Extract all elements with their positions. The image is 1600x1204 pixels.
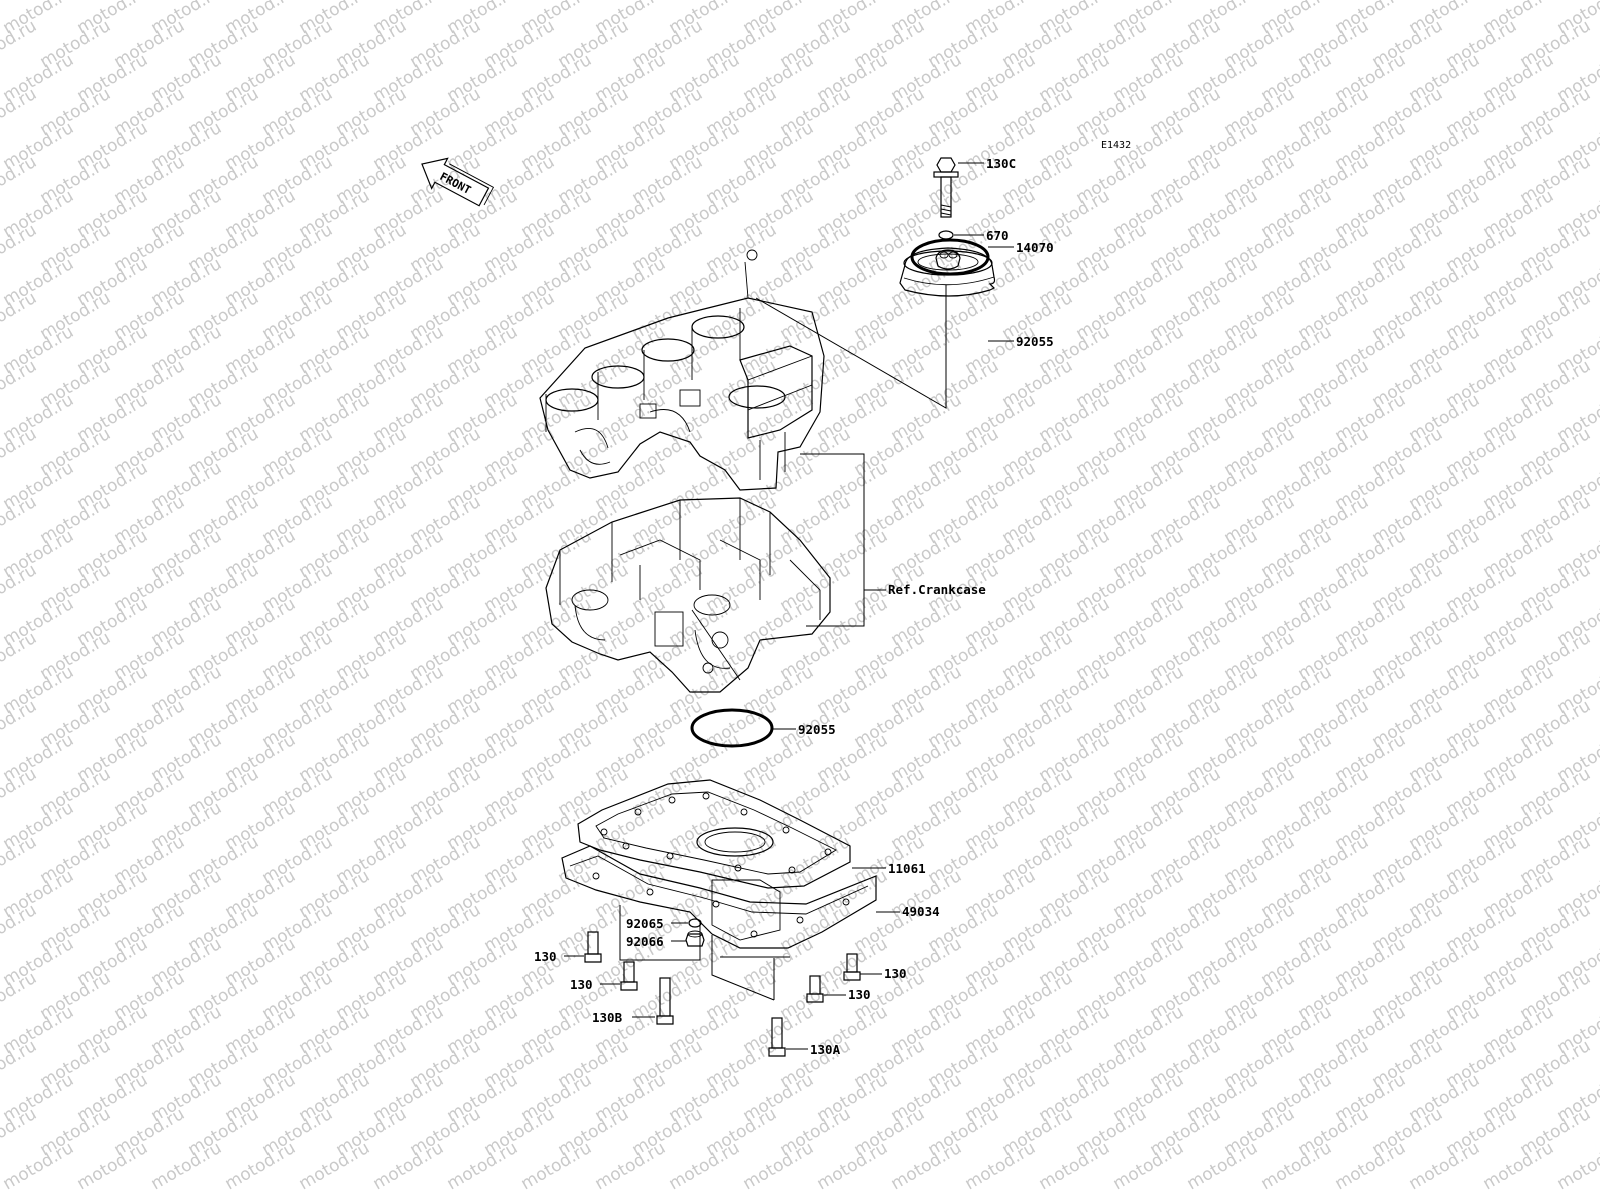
label-14070: 14070 [1016, 240, 1054, 255]
watermark-text: motod.ru [0, 118, 3, 174]
watermark-text: motod.ru [0, 186, 3, 242]
watermark-text: motod.ru [0, 458, 3, 514]
watermark-text: motod.ru [0, 798, 3, 854]
watermark-text: motod.ru [0, 1002, 3, 1058]
watermark-text: motod.ru [0, 730, 3, 786]
diagram-code: E1432 [1101, 140, 1131, 151]
watermark-text: motod.ru [0, 866, 3, 922]
label-92066: 92066 [626, 934, 664, 949]
watermark-text: motod.ru [0, 934, 3, 990]
label-130c: 130C [986, 156, 1016, 171]
watermark-text: motod.ru [0, 1138, 3, 1194]
ref-crankcase-label: Ref.Crankcase [888, 582, 986, 597]
watermark-text: motod.ru [0, 254, 3, 310]
label-130-left2: 130 [570, 977, 593, 992]
label-130-left1: 130 [534, 949, 557, 964]
label-92055-top: 92055 [1016, 334, 1054, 349]
watermark-text: motod.ru [0, 662, 3, 718]
label-130b: 130B [592, 1010, 623, 1025]
label-130-right2: 130 [848, 987, 871, 1002]
watermark-text: motod.ru [0, 50, 3, 106]
watermark-text: motod.ru [1554, 1138, 1600, 1194]
label-92065: 92065 [626, 916, 664, 931]
watermark-text: motod.ru [0, 390, 3, 446]
label-49034: 49034 [902, 904, 940, 919]
watermark-text: motod.ru [0, 526, 3, 582]
label-130-right1: 130 [884, 966, 907, 981]
label-670: 670 [986, 228, 1009, 243]
label-11061: 11061 [888, 861, 926, 876]
watermark-text: motod.ru [0, 594, 3, 650]
watermark-text: motod.ru [0, 322, 3, 378]
watermark-text: motod.ru [0, 1070, 3, 1126]
label-130a: 130A [810, 1042, 841, 1057]
plug-92066 [686, 931, 704, 946]
label-92055-bottom: 92055 [798, 722, 836, 737]
